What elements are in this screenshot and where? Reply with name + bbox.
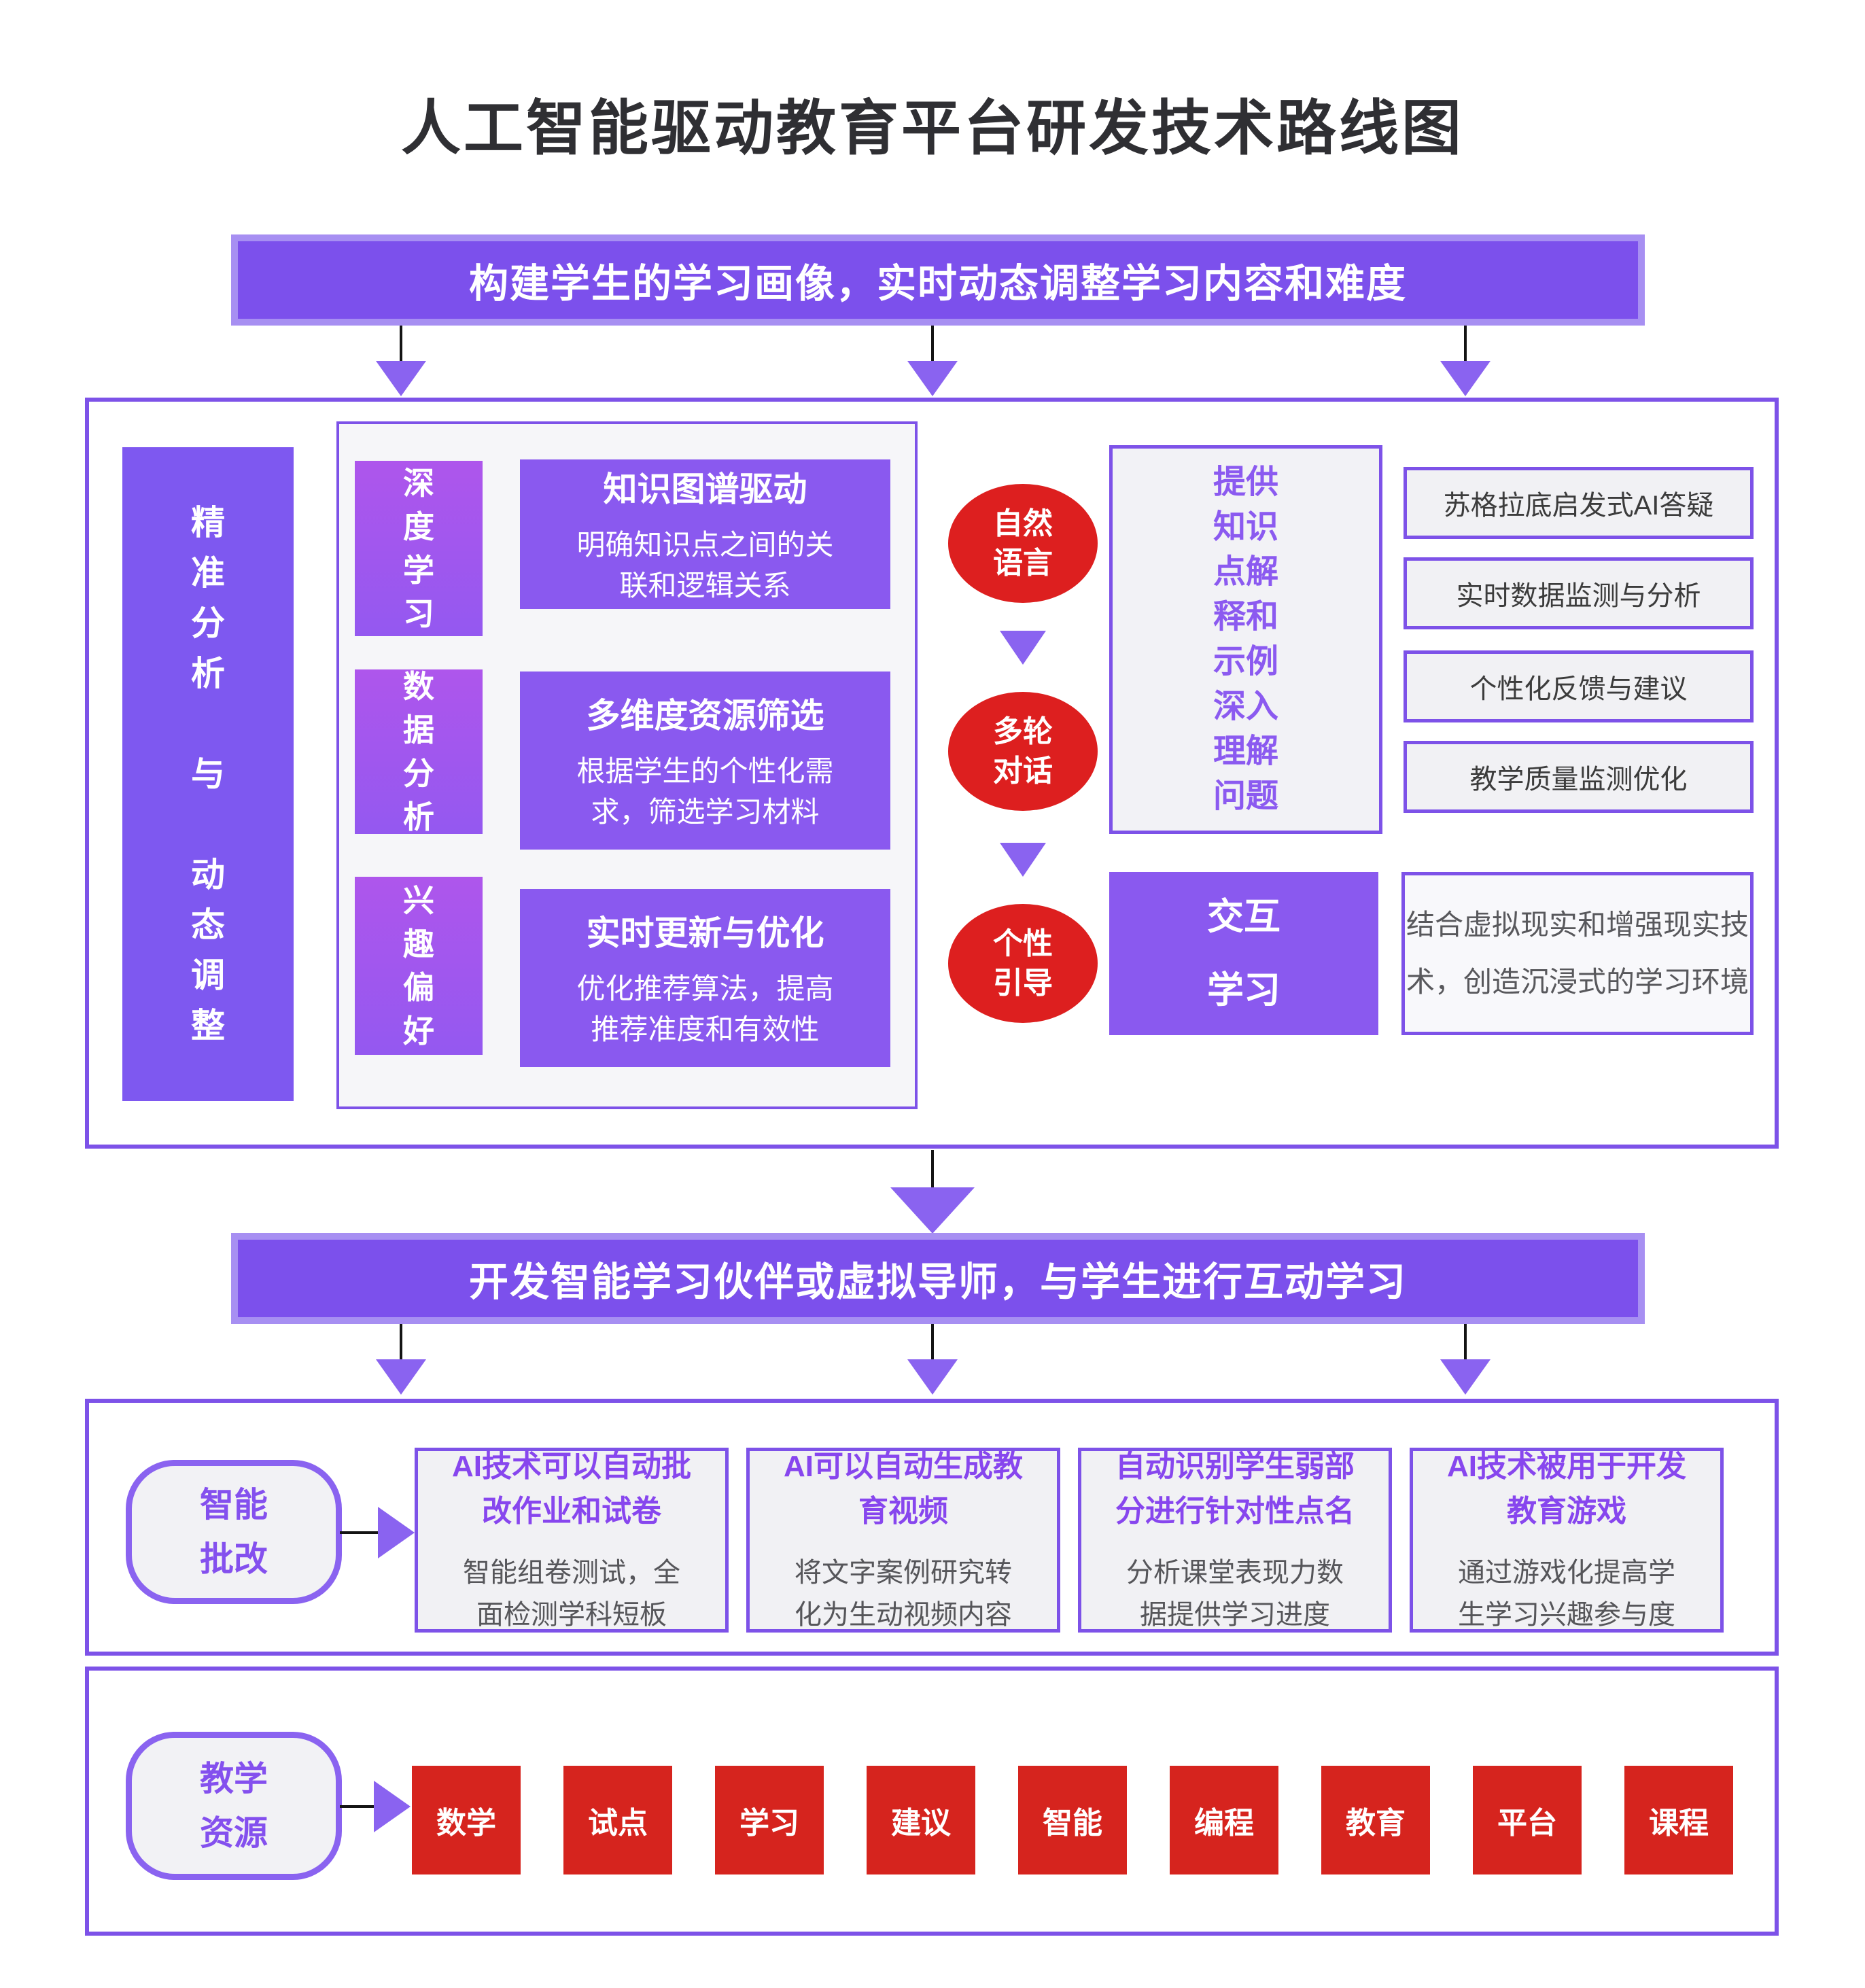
stage-tag-deep-learning: 深 度 学 习 bbox=[355, 461, 483, 636]
connector-line bbox=[1464, 1324, 1467, 1359]
resource-tag: 建议 bbox=[867, 1766, 975, 1874]
stage-tag-data-analysis: 数 据 分 析 bbox=[355, 669, 483, 835]
down-arrow-icon bbox=[1000, 843, 1046, 877]
right-arrow-icon bbox=[374, 1781, 411, 1832]
down-arrow-icon bbox=[1440, 361, 1491, 396]
banner-middle: 开发智能学习伙伴或虚拟导师，与学生进行互动学习 bbox=[231, 1233, 1645, 1324]
card-title: AI技术被用于开发 教育游戏 bbox=[1447, 1450, 1686, 1528]
ai-feature-realtime-monitor: 实时数据监测与分析 bbox=[1404, 557, 1754, 629]
stage-card-realtime-optimize: 实时更新与优化 优化推荐算法，提高 推荐准度和有效性 bbox=[520, 889, 890, 1067]
card-desc: 分析课堂表现力数 据提供学习进度 bbox=[1126, 1558, 1344, 1630]
connector-line bbox=[400, 326, 402, 361]
grading-card-edu-games: AI技术被用于开发 教育游戏 通过游戏化提高学 生学习兴趣参与度 bbox=[1410, 1448, 1724, 1633]
dialog-node-natural-language: 自然 语言 bbox=[948, 484, 1098, 603]
resource-tag: 教育 bbox=[1321, 1766, 1430, 1874]
resource-tag: 平台 bbox=[1473, 1766, 1582, 1874]
connector-line bbox=[931, 1324, 934, 1359]
grading-card-auto-grade: AI技术可以自动批 改作业和试卷 智能组卷测试，全 面检测学科短板 bbox=[415, 1448, 729, 1633]
stage-card-knowledge-graph: 知识图谱驱动 明确知识点之间的关 联和逻辑关系 bbox=[520, 459, 890, 609]
card-desc: 将文字案例研究转 化为生动视频内容 bbox=[795, 1558, 1012, 1630]
down-arrow-icon bbox=[1440, 1359, 1491, 1395]
down-arrow-icon bbox=[907, 361, 958, 396]
grading-card-weakness-detect: 自动识别学生弱部 分进行针对性点名 分析课堂表现力数 据提供学习进度 bbox=[1078, 1448, 1392, 1633]
connector-line bbox=[931, 326, 934, 361]
stage-card-title: 多维度资源筛选 bbox=[586, 697, 824, 735]
card-title: 自动识别学生弱部 分进行针对性点名 bbox=[1115, 1450, 1355, 1528]
ai-feature-quality-monitor: 教学质量监测优化 bbox=[1404, 741, 1754, 813]
card-title: AI可以自动生成教 育视频 bbox=[784, 1450, 1023, 1528]
connector-line bbox=[931, 1150, 934, 1188]
card-title: AI技术可以自动批 改作业和试卷 bbox=[452, 1450, 691, 1528]
banner-top-label: 构建学生的学习画像，实时动态调整学习内容和难度 bbox=[468, 262, 1407, 306]
stage-card-resource-filter: 多维度资源筛选 根据学生的个性化需 求，筛选学习材料 bbox=[520, 672, 890, 850]
connector-line bbox=[1464, 326, 1467, 361]
ai-feature-socratic-qa: 苏格拉底启发式AI答疑 bbox=[1404, 467, 1754, 539]
stage-card-desc: 优化推荐算法，提高 推荐准度和有效性 bbox=[576, 973, 834, 1045]
card-desc: 通过游戏化提高学 生学习兴趣参与度 bbox=[1458, 1558, 1675, 1630]
right-arrow-icon bbox=[378, 1507, 415, 1558]
down-arrow-icon bbox=[376, 361, 426, 396]
dialog-node-multi-turn: 多轮 对话 bbox=[948, 692, 1098, 811]
stage-card-desc: 明确知识点之间的关 联和逻辑关系 bbox=[576, 529, 834, 601]
stage-tag-interest-preference: 兴 趣 偏 好 bbox=[355, 877, 483, 1055]
connector-line bbox=[340, 1805, 375, 1808]
stage-card-desc: 根据学生的个性化需 求，筛选学习材料 bbox=[576, 755, 834, 828]
resources-badge: 教学 资源 bbox=[126, 1732, 342, 1880]
stage-card-title: 知识图谱驱动 bbox=[603, 470, 807, 508]
ai-feature-personal-feedback: 个性化反馈与建议 bbox=[1404, 650, 1754, 722]
card-desc: 智能组卷测试，全 面检测学科短板 bbox=[463, 1558, 680, 1630]
support-note: 提供 知识 点解 释和 示例 深入 理解 问题 bbox=[1109, 445, 1382, 834]
interactive-learning-box: 交互 学习 bbox=[1109, 872, 1378, 1035]
down-arrow-icon bbox=[1000, 631, 1046, 665]
vr-note-box: 结合虚拟现实和增强现实技 术，创造沉浸式的学习环境 bbox=[1401, 872, 1754, 1035]
down-arrow-icon bbox=[890, 1187, 975, 1234]
connector-line bbox=[340, 1531, 379, 1534]
connector-line bbox=[400, 1324, 402, 1359]
resource-tag: 数学 bbox=[412, 1766, 521, 1874]
resource-tag: 编程 bbox=[1170, 1766, 1278, 1874]
side-pillar-label: 精 准 分 析 与 动 态 调 整 bbox=[122, 447, 294, 1101]
grading-badge: 智能 批改 bbox=[126, 1460, 342, 1604]
stage-card-title: 实时更新与优化 bbox=[586, 914, 824, 952]
resource-tag: 智能 bbox=[1018, 1766, 1127, 1874]
banner-top: 构建学生的学习画像，实时动态调整学习内容和难度 bbox=[231, 234, 1645, 326]
page-title: 人工智能驱动教育平台研发技术路线图 bbox=[400, 94, 1464, 162]
dialog-node-personal-guide: 个性 引导 bbox=[948, 904, 1098, 1023]
down-arrow-icon bbox=[376, 1359, 426, 1395]
grading-card-auto-video: AI可以自动生成教 育视频 将文字案例研究转 化为生动视频内容 bbox=[746, 1448, 1060, 1633]
resource-tag: 课程 bbox=[1624, 1766, 1733, 1874]
resource-tag: 学习 bbox=[715, 1766, 824, 1874]
banner-middle-label: 开发智能学习伙伴或虚拟导师，与学生进行互动学习 bbox=[468, 1260, 1407, 1304]
down-arrow-icon bbox=[907, 1359, 958, 1395]
resource-tag: 试点 bbox=[563, 1766, 672, 1874]
